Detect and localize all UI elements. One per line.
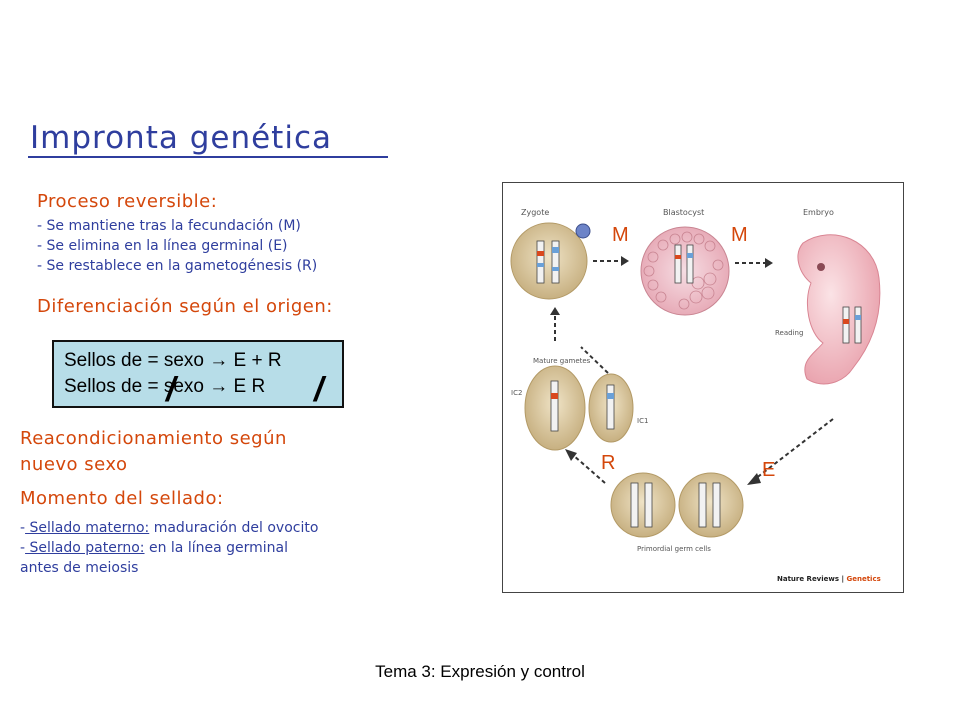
dashed-arrow [754, 418, 834, 480]
blastocyst-cell [640, 226, 730, 316]
list-item: - Se elimina en la línea germinal (E) [37, 238, 288, 254]
arrow-head-icon [765, 258, 773, 268]
primordial-cell [610, 472, 676, 538]
dashed-arrow [580, 346, 609, 374]
slash-mark: / [314, 371, 324, 409]
chromosome [686, 244, 694, 284]
sperm-icon [575, 223, 591, 239]
chromosome-band [537, 251, 544, 256]
chromosome [606, 384, 615, 430]
chromosome [712, 482, 721, 528]
seal-line-1: Sellos de = sexo → E + R [64, 350, 282, 371]
chromosome [698, 482, 707, 528]
chromosome [550, 380, 559, 432]
arrow-head-icon [565, 449, 577, 461]
section-heading-reconditioning: Reacondicionamiento según nuevo sexo [20, 426, 287, 478]
reconditioning-line-2: nuevo sexo [20, 454, 128, 475]
letter-m: M [731, 224, 748, 246]
chromosome-band [675, 255, 681, 259]
maternal-label: Sellado materno: [25, 520, 150, 536]
timing-list: - Sellado materno: maduración del ovocit… [20, 518, 318, 578]
chromosome [644, 482, 653, 528]
seal-line-2: Sellos de = sexo → E R [64, 376, 266, 397]
chromosome [551, 240, 560, 284]
ic2-label: IC2 [511, 389, 522, 397]
list-item: - Sellado paterno: en la línea germinal [20, 540, 288, 556]
chromosome-band [537, 263, 544, 267]
zygote-cell [510, 222, 588, 300]
paternal-label: Sellado paterno: [25, 540, 145, 556]
credit-label: Nature Reviews | Genetics [777, 575, 881, 584]
reversible-list: - Se mantiene tras la fecundación (M) - … [37, 216, 317, 276]
list-item: antes de meiosis [20, 560, 139, 576]
arrow-head-icon [550, 307, 560, 315]
chromosome-band [687, 253, 693, 258]
list-item: - Sellado materno: maduración del ovocit… [20, 520, 319, 536]
letter-e: E [762, 459, 776, 481]
chromosome-band [855, 315, 861, 320]
chromosome [842, 306, 850, 344]
section-heading-origin: Diferenciación según el origen: [37, 296, 333, 317]
chromosome [536, 240, 545, 284]
embryo-figure [797, 234, 881, 385]
chromosome-band [552, 247, 559, 253]
section-heading-timing: Momento del sellado: [20, 488, 224, 509]
chromosome-band [607, 393, 614, 399]
embryo-label: Embryo [803, 208, 834, 217]
chromosome [630, 482, 639, 528]
letter-r: R [601, 452, 616, 474]
blastocyst-label: Blastocyst [663, 208, 704, 217]
chromosome [854, 306, 862, 344]
list-item: - Se mantiene tras la fecundación (M) [37, 218, 301, 234]
page-title: Impronta genética [30, 120, 332, 156]
letter-m: M [612, 224, 629, 246]
chromosome-band [552, 267, 559, 271]
list-item: - Se restablece en la gametogénesis (R) [37, 258, 318, 274]
primordial-label: Primordial germ cells [637, 545, 711, 553]
zygote-label: Zygote [521, 208, 549, 217]
arrow-head-icon [621, 256, 629, 266]
reading-label: Reading [775, 329, 803, 337]
chromosome-band [551, 393, 558, 399]
slash-mark: / [166, 371, 176, 409]
footer-text: Tema 3: Expresión y control [375, 662, 585, 681]
section-heading-reversible: Proceso reversible: [37, 191, 218, 212]
mature-gametes-label: Mature gametes [533, 357, 591, 365]
arrow-head-icon [747, 473, 761, 485]
embryo-eye [817, 263, 825, 271]
imprinting-cycle-figure: Zygote Blastocyst Embryo [502, 182, 904, 593]
primordial-cell [678, 472, 744, 538]
title-underline [28, 156, 388, 158]
ic1-label: IC1 [637, 417, 648, 425]
chromosome [674, 244, 682, 284]
reconditioning-line-1: Reacondicionamiento según [20, 428, 287, 449]
imprinting-cycle-diagram: Zygote Blastocyst Embryo [510, 208, 881, 584]
chromosome-band [843, 319, 849, 324]
seal-box: Sellos de = sexo → E + R Sellos de = sex… [52, 340, 344, 408]
dashed-arrow [572, 454, 606, 484]
